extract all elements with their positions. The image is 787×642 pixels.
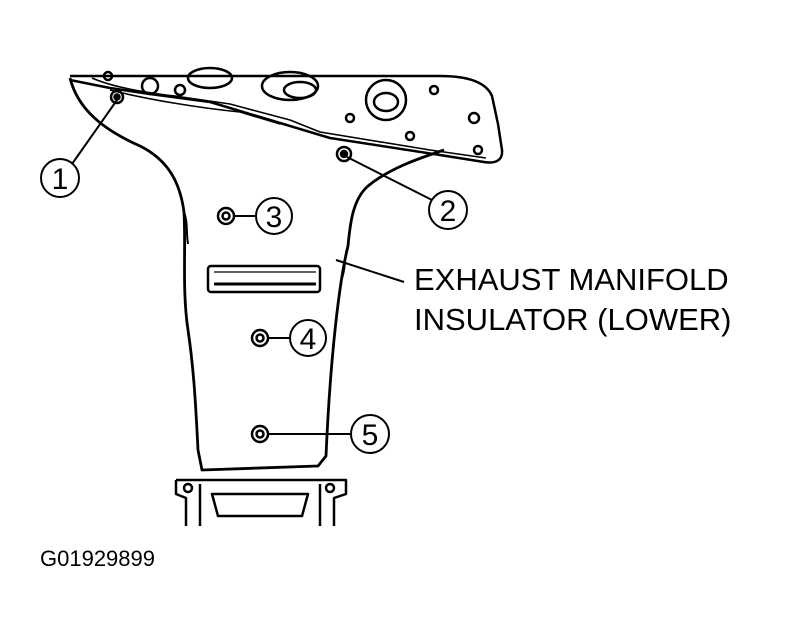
bolt-5 — [250, 424, 270, 444]
callout-4-number: 4 — [300, 323, 317, 356]
insulator-slot — [206, 264, 322, 294]
figure-id: G01929899 — [40, 546, 155, 571]
leader-lines — [71, 99, 433, 435]
lower-flange-bolt — [324, 482, 336, 494]
flange-port — [282, 80, 318, 100]
flange-port — [372, 91, 400, 113]
flange-bolt-hole — [404, 130, 416, 142]
cylinder-head-flange — [69, 66, 504, 164]
bolt-3 — [216, 206, 236, 226]
leader-1 — [71, 99, 118, 165]
flange-port — [260, 70, 320, 102]
callout-1: 1 — [40, 158, 80, 198]
part-label-line-2: INSULATOR (LOWER) — [414, 302, 732, 337]
insulator-outline — [68, 77, 445, 472]
bolt-1 — [109, 89, 125, 105]
flange-bolt-hole — [173, 83, 187, 97]
flange-port — [364, 78, 408, 122]
callout-5: 5 — [350, 414, 390, 454]
callout-2: 2 — [428, 190, 468, 230]
flange-bolt-hole — [102, 70, 114, 82]
callout-2-number: 2 — [440, 195, 457, 228]
leader-part — [335, 259, 405, 283]
bolt-2 — [335, 145, 353, 163]
callout-1-number: 1 — [52, 163, 69, 196]
lower-flange — [174, 478, 348, 526]
callout-4: 4 — [289, 319, 327, 357]
lower-flange-bolt — [182, 482, 194, 494]
leader-2 — [346, 156, 433, 201]
flange-bolt-hole — [140, 76, 160, 96]
callout-5-number: 5 — [362, 419, 379, 452]
callout-3-number: 3 — [266, 201, 283, 234]
flange-bolt-hole — [472, 144, 484, 156]
callout-3: 3 — [255, 197, 293, 235]
flange-port — [186, 66, 234, 90]
flange-bolt-hole — [467, 111, 481, 125]
flange-bolt-hole — [428, 84, 440, 96]
flange-bolt-hole — [344, 112, 356, 124]
bolts — [109, 89, 353, 444]
callouts: 1 2 3 4 5 — [40, 158, 468, 454]
bolt-4 — [250, 328, 270, 348]
part-label-line-1: EXHAUST MANIFOLD — [414, 262, 729, 297]
